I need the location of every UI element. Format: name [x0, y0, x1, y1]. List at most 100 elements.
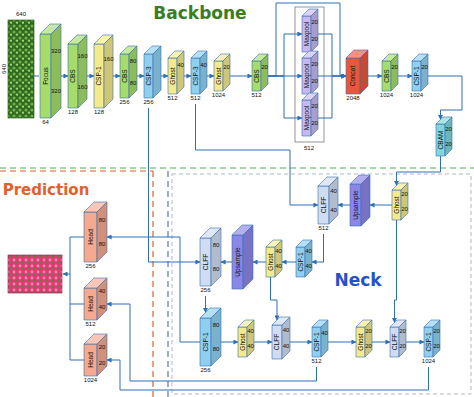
feature-size: 80 — [213, 322, 220, 328]
feature-size: 80 — [213, 266, 220, 272]
network-block: Ghost4040 — [266, 240, 282, 277]
channel-count: 2048 — [346, 95, 359, 101]
channel-count: 256 — [200, 367, 210, 373]
dimension-label: 640 — [16, 11, 26, 17]
cube-side — [421, 54, 428, 91]
network-block: CSP-120201024 — [424, 320, 440, 367]
connector — [137, 76, 144, 77]
cube-front — [200, 318, 211, 366]
connector — [406, 342, 424, 343]
feature-size: 20 — [99, 360, 106, 366]
feature-size: 40 — [200, 62, 207, 68]
network-block: CSP-3 256 — [144, 46, 161, 108]
cube-side — [433, 320, 440, 357]
cube-front — [302, 16, 311, 52]
channel-count: 1024 — [422, 358, 435, 364]
cube-side — [445, 117, 452, 156]
cube-side — [97, 278, 107, 320]
feature-size: 80 — [213, 242, 220, 248]
block-name: CSP-1 — [425, 332, 432, 351]
feature-size: 20 — [365, 343, 372, 349]
network-block: Upsample — [232, 225, 253, 289]
network-block: CLFF4040512 — [318, 177, 338, 234]
feature-size: 20 — [311, 78, 318, 84]
feature-size: 20 — [399, 343, 406, 349]
cube-side — [97, 334, 107, 376]
channel-count: 256 — [85, 263, 95, 269]
channel-count: 256 — [119, 99, 129, 105]
block-name: CBAM — [437, 131, 444, 150]
block-name: Ghost — [239, 333, 246, 350]
connector — [397, 156, 441, 186]
feature-size: 20 — [399, 328, 406, 334]
connector — [372, 342, 390, 343]
region-separator — [0, 170, 153, 171]
feature-size: 20 — [421, 64, 428, 70]
channel-count: 128 — [68, 109, 78, 115]
block-name: Ghost — [169, 67, 176, 84]
cube-front — [350, 184, 361, 226]
feature-size: 80 — [130, 58, 137, 64]
feature-size: 40 — [305, 263, 312, 269]
feature-size: 20 — [311, 103, 318, 109]
cube-side — [223, 54, 230, 91]
feature-size: 20 — [311, 19, 318, 25]
channel-count: 512 — [318, 225, 328, 231]
block-name: Upsample — [234, 247, 241, 276]
cube-side — [399, 320, 406, 357]
feature-size: 20 — [311, 36, 318, 42]
cube-front — [390, 327, 399, 357]
channel-count: 128 — [94, 109, 104, 115]
network-block: Ghost2020 — [356, 320, 372, 357]
network-block: Maxpool20 20 — [302, 51, 318, 94]
network-block: CLFF4040 — [272, 317, 290, 359]
feature-size: 20 — [311, 120, 318, 126]
feature-size: 320 — [51, 88, 61, 94]
connector — [398, 76, 412, 77]
channel-count: 256 — [143, 99, 153, 105]
channel-count: 512 — [190, 95, 200, 101]
cube-front — [214, 61, 223, 91]
block-name: CBS — [121, 69, 128, 82]
network-block: Ghost201024 — [214, 54, 230, 101]
region-title: Prediction — [3, 183, 90, 198]
channel-count: 256 — [200, 287, 210, 293]
cube-front — [232, 235, 243, 289]
connector — [230, 76, 252, 77]
feature-size: 20 — [391, 64, 398, 70]
channel-count: 512 — [167, 95, 177, 101]
block-name: CSP-1 — [297, 252, 304, 271]
block-name: CSP-3 — [145, 66, 152, 85]
block-name: Maxpool — [303, 64, 310, 89]
cube-side — [321, 320, 328, 357]
cube-front — [382, 61, 391, 91]
network-block: CSP-140512 — [312, 320, 328, 367]
network-block: CLFF2020 — [390, 320, 406, 357]
cube-front — [40, 34, 51, 118]
connector — [395, 220, 397, 323]
block-name: Focus — [42, 67, 49, 85]
cube-side — [361, 175, 370, 226]
feature-size: 20 — [445, 141, 452, 147]
channel-count: 1024 — [84, 377, 97, 383]
network-block: CSP-1201024 — [412, 54, 428, 101]
block-name: Ghost — [357, 333, 364, 350]
feature-size: 40 — [247, 343, 254, 349]
connector — [428, 76, 462, 120]
cube-side — [282, 317, 290, 359]
feature-size: 20 — [311, 61, 318, 67]
connector — [205, 296, 206, 313]
feature-size: 40 — [275, 248, 282, 254]
cube-side — [129, 46, 137, 98]
feature-size: 80 — [130, 80, 137, 86]
connector — [318, 76, 346, 118]
connector — [113, 76, 120, 77]
block-name: Maxpool — [303, 22, 310, 47]
connector — [107, 360, 429, 390]
connector — [254, 342, 272, 343]
connector — [253, 262, 266, 263]
connector — [221, 342, 238, 343]
connector — [282, 262, 296, 263]
head-output-line — [63, 237, 84, 274]
network-block: Head20201024 — [84, 334, 107, 386]
